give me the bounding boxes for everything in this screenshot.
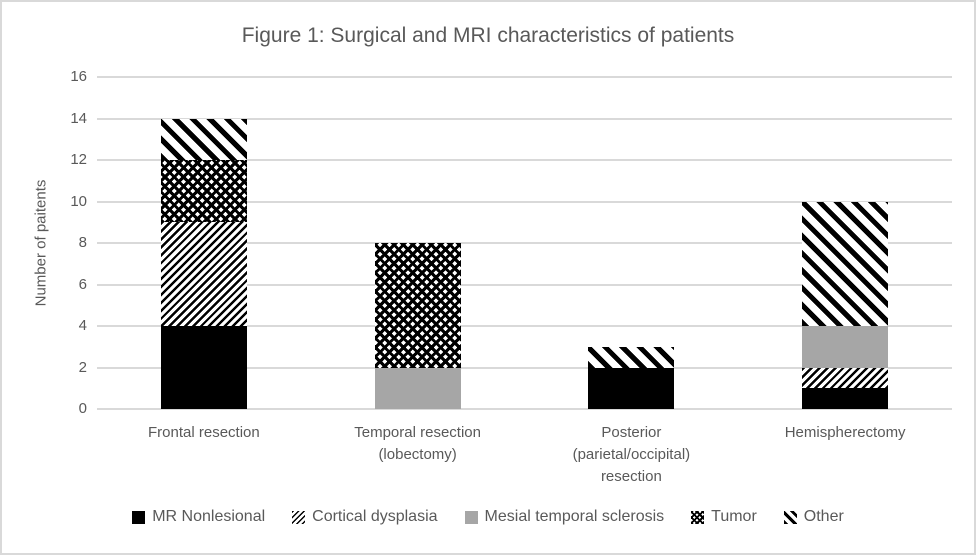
y-axis-tick-label: 14 — [70, 109, 87, 127]
gridline — [97, 200, 952, 203]
legend: MR Nonlesional Cortical dysplasia Mesial t… — [2, 508, 974, 526]
bar-segment — [588, 346, 675, 368]
bar-segment — [160, 118, 247, 160]
bar-segment — [802, 388, 889, 409]
y-axis-tick-label: 2 — [78, 358, 87, 376]
y-axis-tick-label: 8 — [78, 234, 87, 251]
bar-segment — [802, 367, 889, 389]
legend-label: Mesial temporal sclerosis — [484, 508, 665, 525]
legend-label: Tumor — [711, 508, 757, 525]
bar-segment — [374, 243, 461, 368]
category-label: Temporal resection (lobectomy) — [354, 424, 481, 463]
gridline — [97, 325, 952, 327]
y-axis-tick-label: 6 — [78, 275, 87, 293]
gridline — [97, 76, 952, 78]
category-label: Frontal resection — [148, 424, 260, 441]
legend-swatch-solid-black — [132, 510, 146, 524]
bar-segment — [374, 367, 461, 409]
y-axis-tick-label: 16 — [70, 68, 87, 85]
y-axis-tick-label: 12 — [70, 151, 87, 168]
y-axis-tick-label: 4 — [78, 317, 87, 334]
legend-item: Mesial temporal sclerosis — [464, 508, 665, 526]
legend-label: Other — [803, 508, 844, 525]
category-label: Posterior (parietal/occipital) resection — [572, 424, 691, 485]
y-axis-tick-label: 10 — [70, 192, 87, 210]
legend-swatch-diag-down-bold — [783, 510, 797, 524]
bar-segment — [160, 160, 247, 223]
legend-item: Cortical dysplasia — [292, 508, 438, 526]
chart-title: Figure 1: Surgical and MRI characteristi… — [241, 24, 735, 47]
legend-item: Other — [783, 508, 844, 526]
legend-label: Cortical dysplasia — [312, 508, 438, 525]
gridline — [97, 283, 952, 286]
bar-segment — [802, 201, 889, 326]
legend-swatch-solid-gray — [464, 510, 478, 524]
gridline — [97, 117, 952, 120]
legend-item: MR Nonlesional — [132, 508, 265, 526]
legend-label: MR Nonlesional — [152, 508, 266, 525]
gridline — [97, 408, 952, 410]
gridline — [97, 242, 952, 244]
bar-segment — [160, 326, 247, 409]
gridline — [97, 159, 952, 161]
legend-item: Tumor — [691, 508, 757, 526]
bar-segment — [802, 326, 889, 368]
legend-swatch-crosshatch — [691, 510, 705, 524]
category-label: Hemispherectomy — [784, 424, 906, 441]
y-axis-tick-label: 0 — [78, 400, 87, 417]
bar-segment — [588, 367, 675, 409]
gridline — [97, 366, 952, 369]
bar-segment — [160, 222, 247, 326]
legend-swatch-diag-up-fine — [292, 510, 306, 524]
